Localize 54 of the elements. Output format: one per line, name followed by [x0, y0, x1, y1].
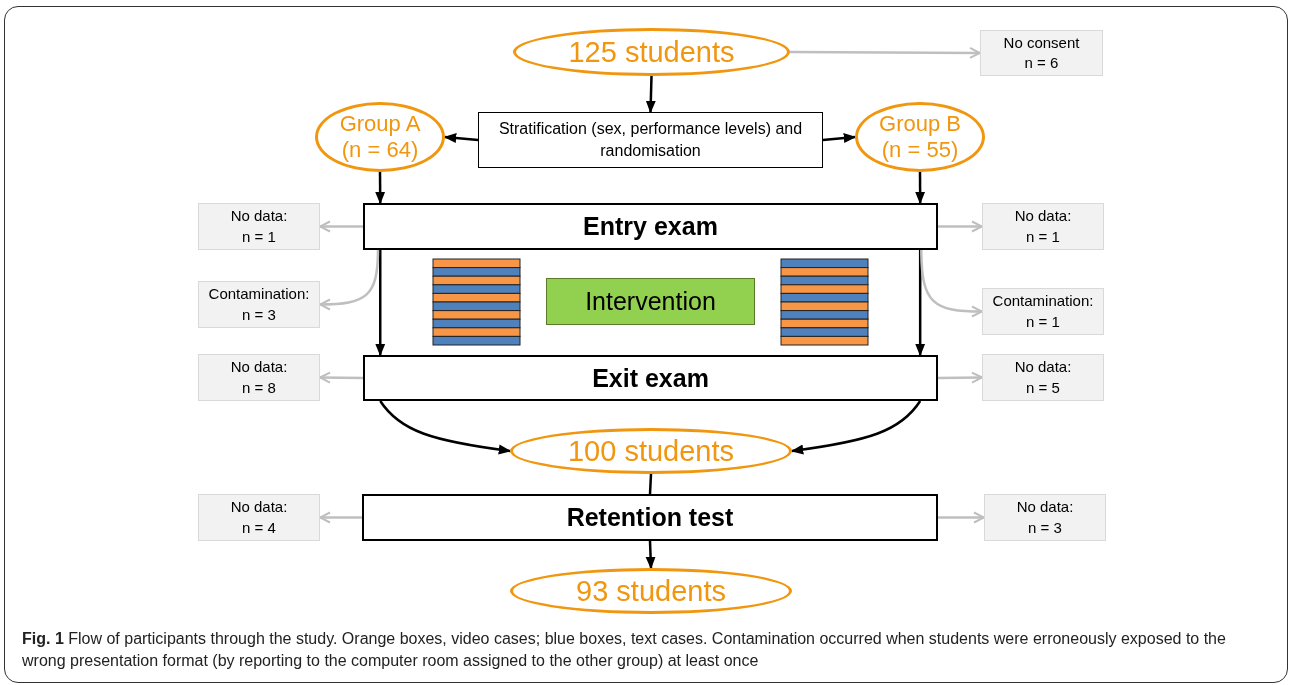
exam-box [362, 494, 938, 541]
figure-caption: Fig. 1 Flow of participants through the study. Orange boxes, video cases; blue boxes, text cases. Contamination occurred when students were erroneously exposed to the wrong presentation format (by reporting to the computer room assigned to the other group) at least once [22, 629, 1227, 672]
intervention-box [546, 278, 755, 325]
arrow [645, 75, 656, 114]
arrow [938, 371, 983, 384]
exclusion-box [982, 288, 1104, 335]
exclusion-box [980, 30, 1103, 76]
process-box [478, 112, 823, 168]
exclusion-box [198, 494, 320, 541]
arrow [319, 371, 363, 384]
arrow [920, 249, 983, 318]
arrow [790, 46, 981, 59]
node-label: Group A (n = 64) [338, 110, 422, 164]
exclusion-box [198, 281, 320, 328]
node-label: Group B (n = 55) [878, 110, 962, 164]
exclusion-box [198, 203, 320, 250]
arrow [319, 220, 363, 233]
node-label: 93 students [576, 573, 726, 609]
node-label: No data: n = 8 [229, 357, 289, 398]
arrow [790, 400, 922, 455]
arrow [443, 133, 479, 143]
exam-box [363, 203, 938, 250]
arrow [319, 511, 362, 524]
node-label: Retention test [566, 503, 734, 532]
node-label: Contamination: n = 3 [207, 284, 311, 325]
arrow [379, 400, 512, 455]
arrow [938, 220, 983, 233]
node-label: Entry exam [583, 212, 718, 241]
arrow [822, 133, 857, 144]
connector-line [648, 473, 653, 495]
node-label: No data: n = 1 [1013, 206, 1073, 247]
arrow [645, 540, 656, 570]
node-label: No data: n = 5 [1013, 357, 1073, 398]
exclusion-box [982, 354, 1104, 401]
node-label: No data: n = 4 [229, 497, 289, 538]
node-label: Stratification (sex, performance levels) and randomisation [497, 119, 804, 161]
arrow [375, 172, 386, 205]
node-label: Contamination: n = 1 [991, 291, 1095, 332]
exclusion-box [982, 203, 1104, 250]
node-label: 100 students [567, 433, 735, 469]
node-label: No consent n = 6 [1002, 32, 1081, 73]
node-label: No data: n = 3 [1015, 497, 1075, 538]
exam-box [363, 355, 938, 401]
arrow [915, 250, 926, 357]
node-label: 125 students [568, 34, 735, 70]
arrow [938, 511, 985, 524]
node-label: Intervention [585, 287, 716, 316]
node-label: Exit exam [592, 363, 709, 393]
arrow [319, 249, 380, 311]
exclusion-box [198, 354, 320, 401]
arrow [915, 172, 926, 205]
arrow [375, 250, 386, 357]
exclusion-box [984, 494, 1106, 541]
node-label: No data: n = 1 [229, 206, 289, 247]
